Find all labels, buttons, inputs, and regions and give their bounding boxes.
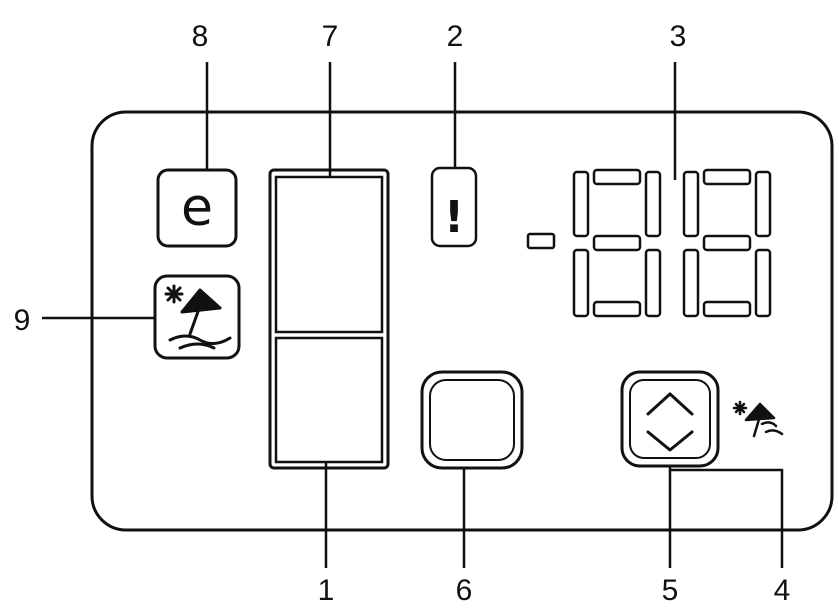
seven-segment-display	[526, 168, 772, 318]
level-indicator-outer	[268, 168, 390, 470]
callout-8: 8	[192, 20, 209, 53]
level-segment-top	[274, 175, 384, 334]
callout-6: 6	[456, 574, 473, 607]
leader-lines	[42, 62, 784, 568]
digit-2	[682, 168, 772, 318]
callout-1: 1	[318, 574, 335, 607]
adjust-button[interactable]	[620, 370, 720, 468]
holiday-indicator-small	[732, 400, 784, 438]
leader-4	[670, 468, 784, 568]
blank-button[interactable]	[420, 370, 524, 470]
callout-7: 7	[322, 20, 339, 53]
beach-umbrella-icon	[732, 400, 784, 438]
eco-button[interactable]: e	[156, 168, 238, 248]
callout-5: 5	[662, 574, 679, 607]
chevron-up-down-icon	[646, 392, 694, 452]
panel-outline	[90, 110, 834, 532]
exclamation-icon: !	[444, 192, 464, 243]
warning-indicator: !	[430, 166, 478, 248]
callout-9: 9	[14, 304, 31, 337]
callout-4: 4	[774, 574, 791, 607]
callout-3: 3	[670, 20, 687, 53]
eco-e-icon: e	[181, 178, 213, 238]
minus-segment	[526, 232, 556, 250]
callout-2: 2	[447, 20, 464, 53]
level-indicator	[268, 168, 390, 470]
holiday-button[interactable]	[153, 274, 241, 360]
digit-1	[572, 168, 662, 318]
beach-umbrella-icon	[164, 284, 232, 350]
level-segment-bottom	[274, 336, 384, 464]
